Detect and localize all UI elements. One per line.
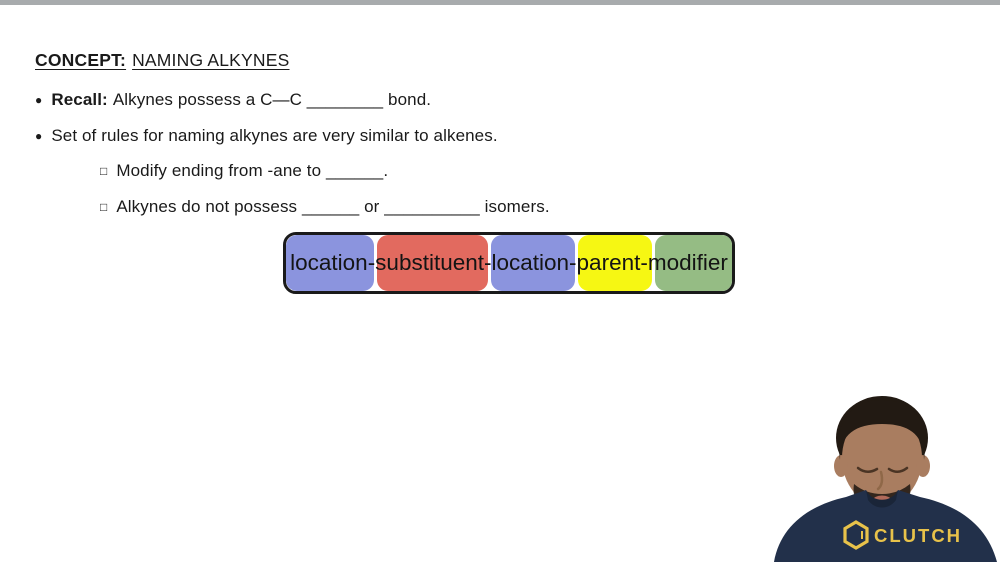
page-title: CONCEPT:NAMING ALKYNES [35, 50, 290, 71]
format-segment-location [286, 235, 374, 291]
bullet-recall-text: Alkynes possess a C—C ________ bond. [112, 90, 432, 109]
instructor-shirt [774, 490, 997, 562]
benzene-hexagon-icon [843, 520, 869, 550]
bullet-rules: ● Set of rules for naming alkynes are ver… [35, 126, 498, 146]
instructor-eye-closed [856, 466, 879, 473]
sub-bullet-isomers-text: Alkynes do not possess ______ or _______… [116, 197, 550, 216]
instructor-face [842, 410, 922, 506]
sub-bullet-isomers: □ Alkynes do not possess ______ or ______… [100, 197, 550, 217]
instructor-collar [866, 490, 898, 508]
instructor-ear [916, 455, 930, 477]
instructor-nose [876, 470, 884, 491]
instructor-ear [834, 455, 848, 477]
format-segment-substituent [376, 235, 489, 291]
square-bullet-icon: □ [100, 164, 108, 178]
sub-bullet-modify-ending: □ Modify ending from -ane to ______. [100, 161, 388, 181]
title-prefix: CONCEPT: [35, 50, 127, 70]
bullet-recall: ● Recall:Alkynes possess a C—C ________ b… [35, 90, 431, 110]
naming-format-diagram: location-substituent-location-parent-mod… [283, 232, 735, 294]
bullet-recall-lead: Recall: [51, 90, 108, 109]
clutch-logo-text: CLUTCH [874, 525, 962, 546]
bullet-icon: ● [35, 93, 43, 107]
sub-bullet-modify-text: Modify ending from -ane to ______. [116, 161, 389, 180]
format-segment-modifier [655, 235, 732, 291]
instructor-webcam-figure: CLUTCH [774, 396, 997, 562]
bullet-icon: ● [35, 129, 43, 143]
square-bullet-icon: □ [100, 200, 108, 214]
top-border-bar [0, 0, 1000, 5]
instructor-eye-closed [887, 466, 909, 473]
instructor-hairline [839, 400, 925, 460]
format-segment-parent [578, 235, 653, 291]
format-segment-location [491, 235, 576, 291]
naming-format-segments [286, 235, 732, 291]
bullet-rules-text: Set of rules for naming alkynes are very… [51, 126, 498, 145]
title-text: NAMING ALKYNES [132, 50, 290, 70]
